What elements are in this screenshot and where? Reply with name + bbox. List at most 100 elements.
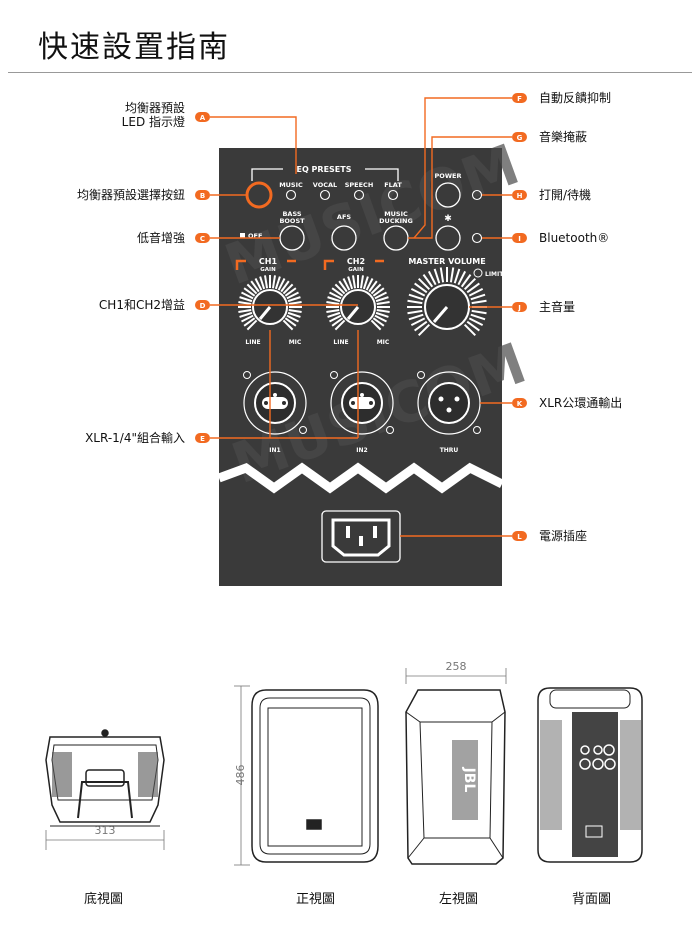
knob-tick (374, 291, 387, 300)
in2-label: IN2 (356, 447, 367, 454)
callout-label-g: 音樂掩蔽 (539, 130, 588, 144)
callout-label-j: 主音量 (539, 300, 576, 314)
knob-tick (370, 319, 382, 331)
knob-tick (288, 301, 302, 306)
knob-tick (466, 282, 480, 294)
svg-text:A: A (200, 114, 206, 122)
eq-preset-button[interactable] (245, 181, 273, 209)
knob-tick (250, 280, 260, 293)
knob-tick (427, 270, 437, 286)
front-view-drawing (251, 689, 379, 863)
svg-text:L: L (517, 533, 522, 541)
callout-label-a-line1: 均衡器預設 (124, 101, 185, 115)
knob-tick (271, 275, 276, 289)
power-label: POWER (435, 172, 462, 180)
knob-tick (326, 308, 340, 313)
svg-text:D: D (200, 302, 206, 310)
knob-tick (410, 317, 426, 327)
ch1-label: CH1 (259, 257, 278, 266)
in2-combo-jack[interactable] (330, 371, 394, 435)
page-title: 快速設置指南 (38, 30, 230, 65)
knob-tick (286, 314, 299, 323)
led-music (285, 189, 297, 201)
knob-tick (407, 299, 423, 305)
knob-tick (264, 275, 269, 289)
callout-marker-f: F (512, 93, 527, 103)
knob-tick (368, 280, 378, 293)
knob-tick (239, 311, 253, 318)
bluetooth-button[interactable] (435, 225, 461, 251)
power-button[interactable] (435, 182, 461, 208)
callout-marker-g: G (512, 132, 527, 142)
knob-tick (327, 296, 341, 303)
bass-boost-button[interactable] (279, 225, 305, 251)
svg-text:G: G (517, 134, 523, 142)
afs-label: AFS (337, 213, 351, 221)
knob-tick (347, 276, 354, 290)
knob-tick (376, 301, 390, 306)
callout-marker-k: K (512, 398, 527, 408)
led-flat (387, 189, 399, 201)
knob-tick (280, 280, 290, 293)
preset-flat: FLAT (384, 181, 402, 189)
knob-tick (372, 287, 385, 297)
knob-tick (239, 296, 253, 303)
knob-tick (282, 283, 294, 295)
knob-tick (376, 308, 390, 313)
callout-label-l: 電源插座 (539, 529, 588, 543)
bluetooth-led (471, 232, 483, 244)
callout-label-b: 均衡器預設選擇按鈕 (76, 188, 185, 202)
knob-tick (287, 311, 301, 318)
knob-tick (372, 317, 385, 327)
thru-label: THRU (440, 447, 459, 454)
ch1-mic-label: MIC (289, 339, 302, 346)
knob-tick (362, 276, 369, 290)
led-vocal (319, 189, 331, 201)
callout-label-h: 打開/待機 (539, 188, 592, 202)
music-ducking-label-1: MUSIC (384, 210, 408, 218)
callout-marker-i: I (512, 233, 527, 243)
dimension-width-bottom: 313 (95, 824, 116, 837)
callout-line-f (413, 97, 512, 239)
master-volume-label: MASTER VOLUME (408, 257, 485, 266)
thru-xlr-jack[interactable] (417, 371, 481, 435)
caption-bottom-view: 底視圖 (84, 892, 124, 907)
left-view-drawing: JBL (405, 689, 506, 865)
svg-text:H: H (517, 192, 523, 200)
knob-tick (238, 301, 252, 306)
power-led (471, 189, 483, 201)
music-ducking-button[interactable] (383, 225, 409, 251)
knob-tick (439, 267, 445, 283)
afs-button[interactable] (331, 225, 357, 251)
preset-music: MUSIC (279, 181, 303, 189)
preset-vocal: VOCAL (313, 181, 337, 189)
in1-combo-jack[interactable] (243, 371, 307, 435)
knob-tick (422, 274, 434, 288)
knob-tick (243, 287, 256, 297)
knob-tick (359, 275, 364, 289)
back-view-drawing (537, 687, 643, 863)
knob-tick (468, 287, 484, 297)
bluetooth-icon: ✱ (444, 214, 452, 224)
knob-tick (471, 299, 487, 305)
callout-marker-l: L (512, 531, 527, 541)
bass-boost-label-2: BOOST (279, 217, 305, 225)
knob-tick (407, 309, 423, 315)
knob-tick (370, 283, 382, 295)
knob-tick (329, 314, 342, 323)
ch2-mic-label: MIC (377, 339, 390, 346)
knob-tick (287, 296, 301, 303)
knob-tick (334, 319, 346, 331)
knob-tick (284, 287, 297, 297)
knob-tick (286, 291, 299, 300)
knob-tick (288, 308, 302, 313)
knob-tick (471, 309, 487, 315)
eq-presets-heading: EQ PRESETS (297, 165, 352, 174)
knob-tick (410, 287, 426, 297)
knob-tick (241, 314, 254, 323)
ch1-line-label: LINE (245, 339, 260, 346)
svg-text:E: E (200, 435, 205, 443)
knob-tick (277, 278, 286, 291)
callout-line-a (210, 116, 297, 174)
